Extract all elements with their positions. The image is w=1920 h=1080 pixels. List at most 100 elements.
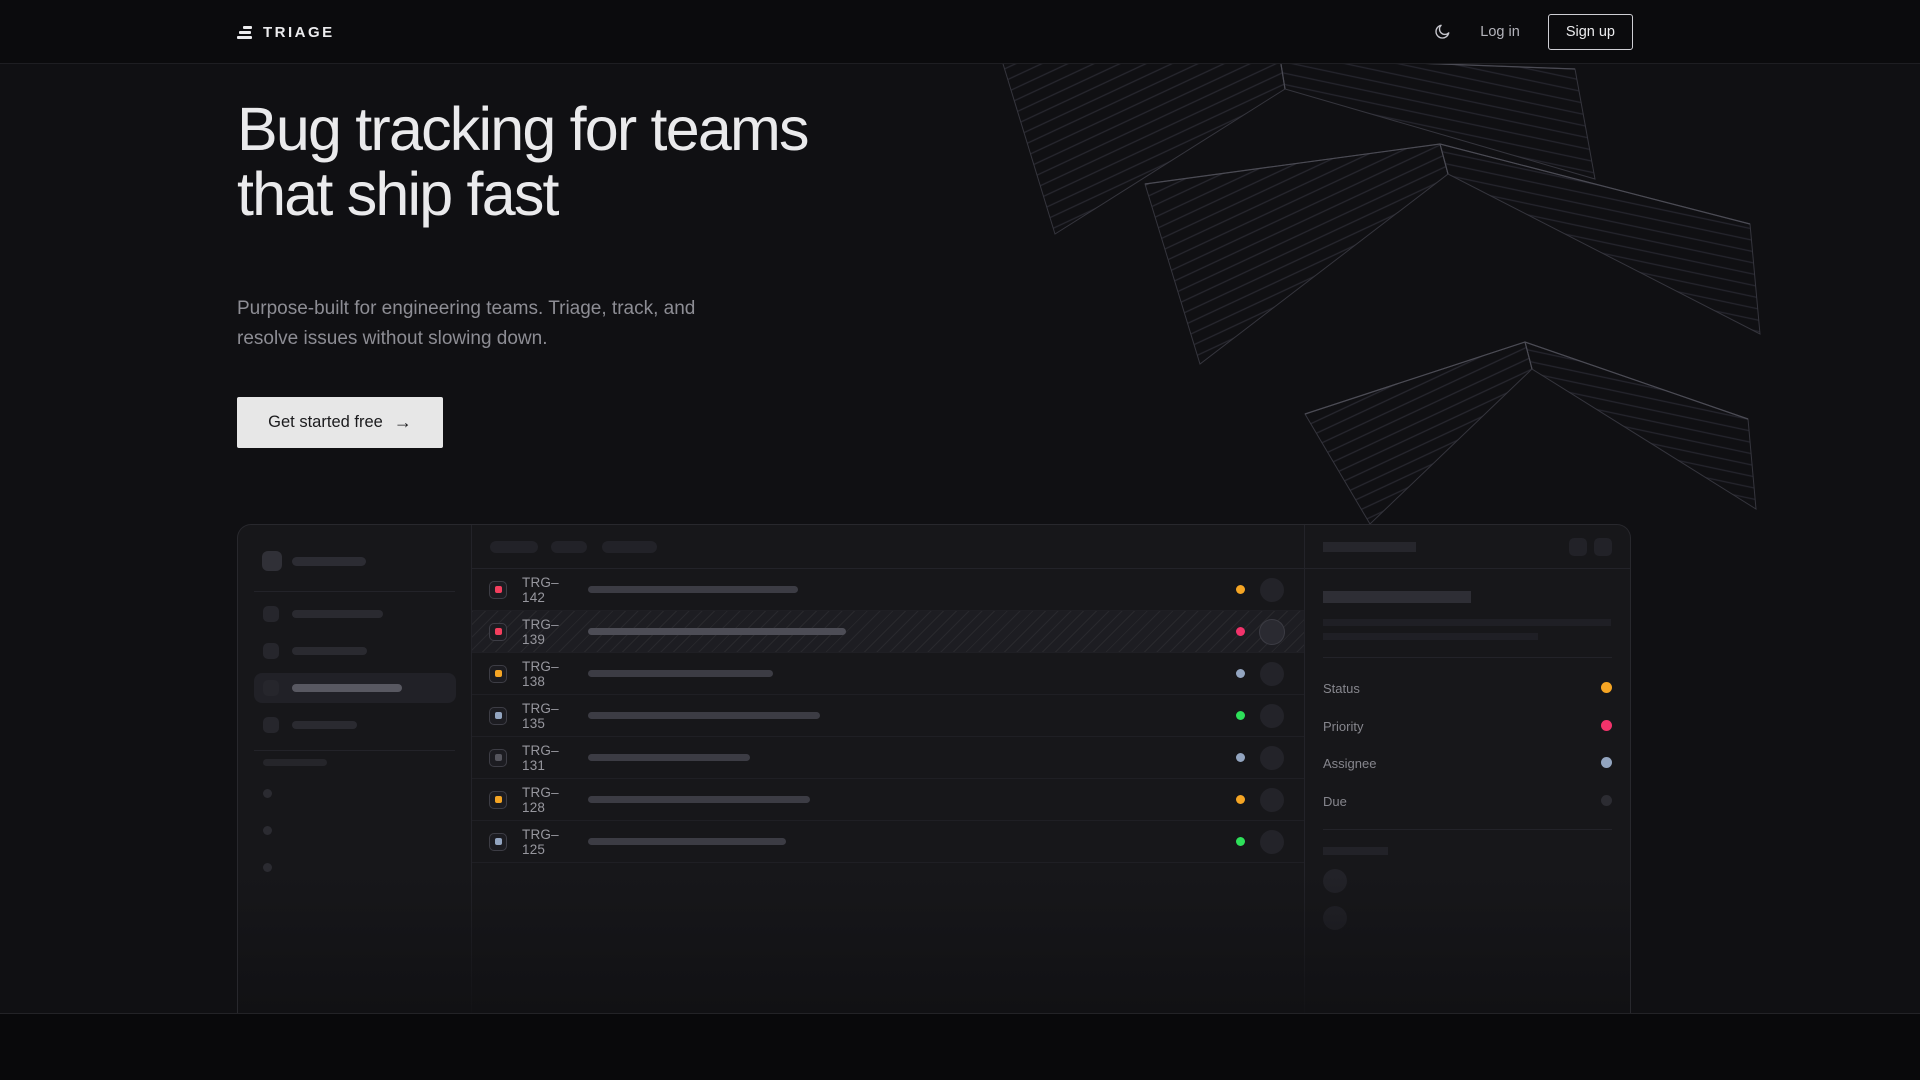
issue-type-icon (489, 790, 507, 809)
issue-list-header (472, 525, 1304, 569)
panel-divider (1323, 829, 1612, 830)
issue-title-skeleton (1323, 591, 1471, 603)
issue-type-icon (489, 664, 507, 683)
field-value-dot (1601, 757, 1612, 768)
sidebar-section-label-skeleton (263, 759, 327, 766)
sidebar-nav-item (254, 710, 456, 740)
status-dot (1236, 753, 1245, 762)
list-tab-skeleton (551, 541, 587, 553)
hero-heading-line1: Bug tracking for teams (237, 95, 809, 163)
detail-panel-header (1305, 525, 1630, 569)
activity-label-skeleton (1323, 847, 1388, 855)
theme-toggle-moon-icon[interactable] (1432, 22, 1452, 42)
nav-right: Log in Sign up (1432, 14, 1633, 50)
issue-id: TRG–128 (522, 784, 559, 815)
mockup-issue-list-pane: TRG–142 TRG–139 TRG–138 TRG–135 TRG–131 (472, 525, 1304, 1013)
workspace-switcher (262, 551, 366, 571)
field-label: Due (1323, 793, 1347, 809)
sidebar-bullet (263, 863, 272, 872)
panel-action-button (1594, 538, 1612, 556)
issue-title-skeleton (588, 628, 846, 635)
arrow-right-icon: → (393, 412, 412, 432)
issue-row: TRG–128 (472, 779, 1304, 821)
field-label: Assignee (1323, 756, 1377, 771)
hero-subtitle-line1: Purpose-built for engineering teams. Tri… (237, 298, 696, 319)
assignee-avatar-placeholder (1260, 829, 1284, 854)
field-value-dot (1601, 719, 1612, 731)
issue-description-skeleton (1323, 619, 1611, 626)
assignee-avatar-placeholder (1260, 787, 1284, 812)
status-dot (1236, 795, 1245, 804)
issue-list: TRG–142 TRG–139 TRG–138 TRG–135 TRG–131 (472, 569, 1304, 863)
sidebar-item-icon (263, 606, 279, 622)
issue-id: TRG–139 (522, 616, 559, 647)
sidebar-item-label-skeleton (292, 684, 402, 692)
field-label: Priority (1323, 718, 1364, 734)
workspace-name-skeleton (292, 556, 366, 566)
brand-name: TRIAGE (263, 23, 335, 41)
activity-avatar-placeholder (1323, 906, 1347, 930)
hero-subtitle: Purpose-built for engineering teams. Tri… (237, 294, 695, 354)
list-tab-skeleton (490, 541, 538, 553)
field-value-dot (1601, 682, 1612, 693)
issue-type-icon (489, 748, 507, 767)
status-dot (1236, 711, 1245, 720)
panel-divider (1323, 657, 1612, 658)
sidebar-nav-item-active (254, 673, 456, 703)
issue-title-skeleton (588, 586, 798, 593)
issue-row: TRG–135 (472, 695, 1304, 737)
panel-action-button (1569, 538, 1587, 556)
status-dot (1236, 627, 1245, 636)
activity-avatar-placeholder (1323, 869, 1347, 893)
issue-row: TRG–139 (472, 611, 1304, 653)
issue-title-skeleton (588, 754, 750, 761)
detail-field-row: Due (1323, 793, 1612, 811)
footer (0, 1013, 1920, 1080)
workspace-avatar (262, 551, 282, 571)
issue-title-skeleton (588, 670, 773, 677)
issue-row: TRG–138 (472, 653, 1304, 695)
top-nav: TRIAGE Log in Sign up (0, 0, 1920, 64)
sidebar-item-icon (263, 680, 279, 696)
brand[interactable]: TRIAGE (237, 24, 335, 41)
issue-type-icon (489, 580, 507, 599)
sidebar-item-icon (263, 643, 279, 659)
panel-title-skeleton (1323, 542, 1416, 552)
issue-row: TRG–142 (472, 569, 1304, 611)
get-started-button[interactable]: Get started free → (237, 397, 443, 448)
issue-id: TRG–135 (522, 700, 559, 731)
issue-type-icon (489, 832, 507, 851)
issue-id: TRG–131 (522, 742, 559, 773)
get-started-label: Get started free (268, 413, 383, 431)
app-mockup: TRG–142 TRG–139 TRG–138 TRG–135 TRG–131 (237, 524, 1631, 1013)
sidebar-item-label-skeleton (292, 721, 357, 729)
mockup-detail-panel: Status Priority Assignee Due (1304, 525, 1630, 1013)
sidebar-divider (254, 750, 455, 751)
sidebar-bullet (263, 789, 272, 798)
assignee-avatar-placeholder (1260, 703, 1284, 728)
log-in-link[interactable]: Log in (1480, 24, 1520, 40)
issue-id: TRG–142 (522, 574, 559, 605)
detail-field-row: Priority (1323, 718, 1612, 736)
assignee-avatar-placeholder (1260, 619, 1284, 644)
hero-heading-line2: that ship fast (237, 160, 559, 228)
sidebar-nav-item (254, 636, 456, 666)
list-tab-skeleton (602, 541, 657, 553)
issue-id: TRG–138 (522, 658, 559, 689)
field-label: Status (1323, 681, 1360, 696)
detail-field-row: Status (1323, 680, 1612, 698)
hero-subtitle-line2: resolve issues without slowing down. (237, 328, 548, 349)
issue-row: TRG–131 (472, 737, 1304, 779)
nav-inner: TRIAGE Log in Sign up (237, 0, 1633, 64)
issue-row: TRG–125 (472, 821, 1304, 863)
sidebar-divider (254, 591, 455, 592)
sidebar-bullet (263, 826, 272, 835)
assignee-avatar-placeholder (1260, 661, 1284, 686)
issue-title-skeleton (588, 712, 820, 719)
sign-up-button[interactable]: Sign up (1547, 14, 1633, 50)
issue-type-icon (489, 622, 507, 641)
issue-id: TRG–125 (522, 826, 559, 857)
